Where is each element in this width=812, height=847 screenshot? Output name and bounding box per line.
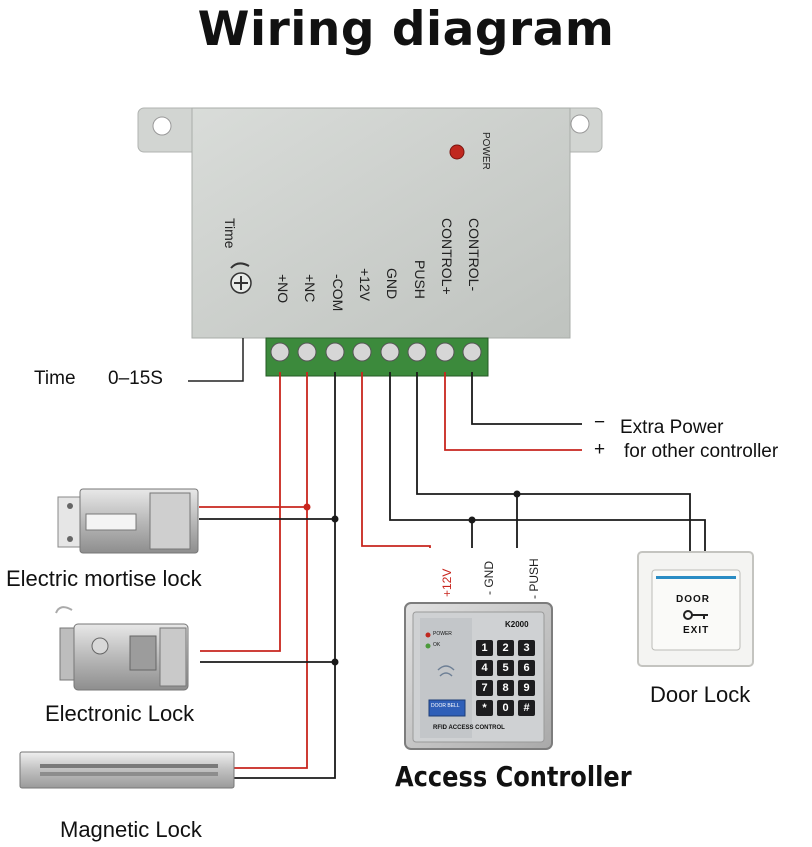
keypad-footer: RFID ACCESS CONTROL bbox=[433, 725, 505, 731]
electronic-lock-image bbox=[55, 606, 189, 691]
keypad-doorbell-button: DOOR BELL bbox=[431, 703, 460, 709]
keypad-key[interactable]: 9 bbox=[518, 680, 535, 696]
terminal-screws bbox=[270, 342, 482, 362]
keypad-power-label: POWER bbox=[433, 631, 452, 637]
time-callout-line bbox=[188, 338, 244, 382]
mortise-lock-image bbox=[57, 488, 199, 554]
time-note-range: 0–15S bbox=[108, 368, 163, 389]
magnetic-lock-image bbox=[19, 751, 235, 789]
keypad-ok-label: OK bbox=[433, 642, 441, 648]
keypad-key[interactable]: * bbox=[476, 700, 493, 716]
extra-power-line2: for other controller bbox=[624, 441, 779, 462]
extra-power-minus: − bbox=[594, 412, 606, 433]
keypad-key[interactable]: 6 bbox=[518, 660, 535, 676]
keypad-key[interactable]: 1 bbox=[476, 640, 493, 656]
terminal-label-com: -COM bbox=[330, 274, 346, 312]
extra-power-line1: Extra Power bbox=[620, 417, 724, 438]
mount-hole-left bbox=[152, 116, 172, 136]
controller-box bbox=[137, 107, 603, 377]
keypad-model: K2000 bbox=[505, 620, 529, 629]
keypad-key[interactable]: 8 bbox=[497, 680, 514, 696]
keypad-key[interactable]: 0 bbox=[497, 700, 514, 716]
time-note-label: Time bbox=[34, 368, 76, 389]
wire-no bbox=[200, 372, 281, 652]
keypad-key[interactable]: 4 bbox=[476, 660, 493, 676]
terminal-label-push: PUSH bbox=[412, 260, 428, 299]
access-controller-label: Access Controller bbox=[395, 760, 632, 793]
terminal-label-gnd: GND bbox=[384, 268, 400, 300]
controller-case bbox=[191, 107, 571, 339]
terminal-label-control-plus: CONTROL+ bbox=[439, 218, 455, 295]
terminal-label-nc: +NC bbox=[302, 274, 318, 303]
time-knob-label: Time bbox=[222, 218, 238, 249]
terminal-label-control-minus: CONTROL- bbox=[466, 218, 482, 292]
terminal-label-12v: +12V bbox=[357, 268, 373, 302]
keypad-key[interactable]: 5 bbox=[497, 660, 514, 676]
access-wire-12v-label: +12V bbox=[440, 568, 454, 597]
arrow-icon bbox=[230, 262, 250, 269]
exit-button-bottom-text: EXIT bbox=[683, 625, 710, 636]
access-wire-push-label: - PUSH bbox=[527, 558, 541, 599]
terminal-label-no: +NO bbox=[275, 274, 291, 304]
wire-nc bbox=[233, 372, 308, 769]
mortise-lock-label: Electric mortise lock bbox=[6, 566, 202, 591]
mount-hole-right bbox=[570, 114, 590, 134]
wire-control-minus bbox=[471, 372, 582, 425]
exit-button-image bbox=[637, 551, 754, 667]
power-led bbox=[449, 144, 465, 160]
keypad-key[interactable]: 7 bbox=[476, 680, 493, 696]
keypad-key[interactable]: # bbox=[518, 700, 535, 716]
wires bbox=[199, 372, 706, 779]
electronic-lock-label: Electronic Lock bbox=[45, 701, 195, 726]
extra-power-plus: + bbox=[594, 439, 606, 460]
exit-button-top-text: DOOR bbox=[676, 594, 710, 605]
wire-push bbox=[416, 372, 691, 552]
access-wire-gnd-label: - GND bbox=[482, 561, 496, 595]
power-led-label: POWER bbox=[480, 132, 491, 170]
wire-12v bbox=[361, 372, 431, 548]
keypad-key[interactable]: 2 bbox=[497, 640, 514, 656]
door-lock-label: Door Lock bbox=[650, 682, 751, 707]
wire-control-plus bbox=[444, 372, 582, 451]
magnetic-lock-label: Magnetic Lock bbox=[60, 817, 202, 842]
page-title: Wiring diagram bbox=[197, 2, 615, 57]
wire-gnd bbox=[389, 372, 706, 552]
keypad-key[interactable]: 3 bbox=[518, 640, 535, 656]
wire-com bbox=[233, 372, 336, 779]
keypad-image bbox=[404, 602, 553, 750]
